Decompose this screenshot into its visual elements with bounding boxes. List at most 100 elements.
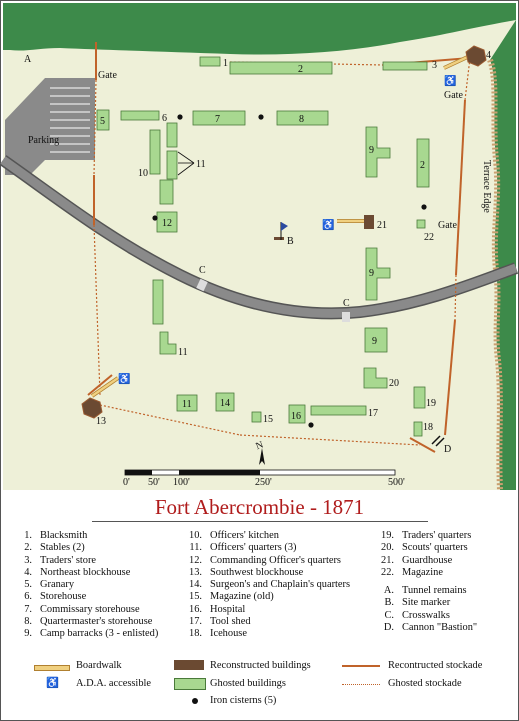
scale-tick: 0'	[123, 477, 130, 488]
ghosted-stockade-swatch	[342, 684, 380, 685]
guardhouse	[364, 215, 374, 229]
tree-line-north	[3, 3, 516, 55]
legend-item: 7.Commissary storehouse	[24, 603, 140, 615]
northeast-blockhouse	[465, 45, 487, 67]
legend-item: 19.Traders' quarters	[381, 530, 472, 541]
site-map: ♿ ♿ ♿ Gate Gate Gate Parking Terrace Edg…	[0, 3, 519, 490]
tree-line-east	[490, 20, 516, 490]
marker-c-label: C	[199, 265, 206, 276]
crosswalk	[342, 312, 350, 322]
legend-item: 2.Stables (2)	[24, 542, 85, 554]
terrace-edge-label: Terrace Edge	[481, 160, 492, 213]
key-iron-cisterns: Iron cisterns (5)	[210, 695, 277, 706]
boardwalk-swatch	[34, 665, 70, 671]
marker-c-label: C	[343, 298, 350, 309]
legend-item: 16.Hospital	[189, 603, 246, 615]
legend-item: 5.Granary	[24, 579, 75, 591]
legend-item: 9.Camp barracks (3 - enlisted)	[24, 628, 159, 640]
ada-icon: ♿	[46, 678, 59, 689]
building-label: 7	[215, 114, 220, 125]
gate-label: Gate	[438, 220, 457, 231]
legend-item: 4.Northeast blockhouse	[24, 566, 131, 578]
legend-item: 21.Guardhouse	[381, 554, 453, 566]
building-label: 17	[368, 408, 378, 419]
building-label: 6	[162, 113, 167, 124]
legend-item: 14.Surgeon's and Chaplain's quarters	[189, 579, 351, 591]
scale-tick: 50'	[148, 477, 160, 488]
building-label: 15	[263, 414, 273, 425]
building-label: 12	[162, 218, 172, 229]
parking-label: Parking	[28, 135, 59, 146]
parking-lot	[5, 78, 95, 175]
legend-item: 18.Icehouse	[189, 628, 247, 640]
marker-d-label: D	[444, 444, 451, 455]
legend-item: A.Tunnel remains	[383, 585, 467, 597]
road	[0, 156, 518, 318]
building-label: 11	[196, 159, 206, 170]
cannon-icon	[431, 435, 445, 447]
legend-item: D.Cannon "Bastion"	[383, 622, 478, 634]
officers-quarters-pointers	[177, 151, 195, 176]
scale-tick: 100'	[173, 477, 190, 488]
terrace-edge	[487, 58, 503, 490]
building-label: 4	[486, 50, 491, 61]
legend-item: 8.Quartermaster's storehouse	[24, 616, 153, 628]
building-label: 1	[223, 58, 228, 69]
legend-item: B.Site marker	[384, 597, 451, 609]
marker-a-label: A	[24, 54, 32, 65]
ghosted-swatch	[174, 678, 206, 690]
legend-item: 1.Blacksmith	[24, 530, 88, 541]
legend-item: 17.Tool shed	[189, 616, 251, 628]
building-label: 11	[182, 399, 192, 410]
key-reconstructed-buildings: Reconstructed buildings	[210, 660, 311, 671]
key-ada: A.D.A. accessible	[76, 678, 152, 689]
building-label: 22	[424, 232, 434, 243]
building-label: 16	[291, 411, 301, 422]
svg-text:N: N	[254, 440, 265, 453]
legend-item: 10.Officers' kitchen	[189, 530, 279, 541]
scale-tick: 500'	[388, 477, 405, 488]
building-label: 9	[369, 145, 374, 156]
building-label: 10	[138, 168, 148, 179]
crosswalk	[196, 278, 208, 292]
legend-item: 15.Magazine (old)	[189, 591, 274, 603]
building-label: 18	[423, 422, 433, 433]
building-label: 14	[220, 398, 230, 409]
key-ghosted-stockade: Ghosted stockade	[388, 678, 462, 689]
ada-icon: ♿	[118, 372, 130, 385]
ada-icon: ♿	[444, 74, 456, 87]
legend-item: 12.Commanding Officer's quarters	[189, 554, 341, 566]
legend-item: 3.Traders' store	[24, 554, 97, 566]
legend-column-3: 19.Traders' quarters 20.Scouts' quarters…	[376, 530, 477, 634]
ada-icon: ♿	[322, 218, 334, 231]
building-label: 13	[96, 416, 106, 427]
title-rule	[92, 521, 428, 522]
gate-label: Gate	[444, 90, 463, 101]
legend-item: 22.Magazine	[381, 566, 443, 578]
legend-column-2: 10.Officers' kitchen 11.Officers' quarte…	[184, 530, 350, 641]
legend-item: 11.Officers' quarters (3)	[189, 542, 297, 554]
legend-item: 6.Storehouse	[24, 591, 87, 603]
legend-item: 13.Southwest blockhouse	[189, 566, 304, 578]
building-label: 5	[100, 116, 105, 127]
scale-tick: 250'	[255, 477, 272, 488]
map-title: Fort Abercrombie - 1871	[154, 495, 365, 519]
marker-b-label: B	[287, 236, 294, 247]
building-label: 8	[299, 114, 304, 125]
building-label: 2	[298, 64, 303, 75]
scale-bar: 0' 50' 100' 250' 500'	[123, 469, 405, 488]
north-arrow-icon: N	[254, 440, 265, 465]
cistern-icon	[192, 698, 198, 704]
legend-column-1: 1.Blacksmith 2.Stables (2) 3.Traders' st…	[14, 530, 158, 641]
key-reconstructed-stockade: Recontructed stockade	[388, 660, 483, 671]
key-boardwalk: Boardwalk	[76, 660, 122, 671]
gate-label: Gate	[98, 70, 117, 81]
iron-cisterns	[152, 114, 427, 428]
building-label: 9	[372, 336, 377, 347]
site-marker-icon	[274, 222, 288, 240]
building-label: 11	[178, 347, 188, 358]
ghosted-buildings	[96, 56, 430, 437]
southwest-blockhouse	[81, 397, 103, 419]
reconstructed-stockade-swatch	[342, 665, 380, 667]
